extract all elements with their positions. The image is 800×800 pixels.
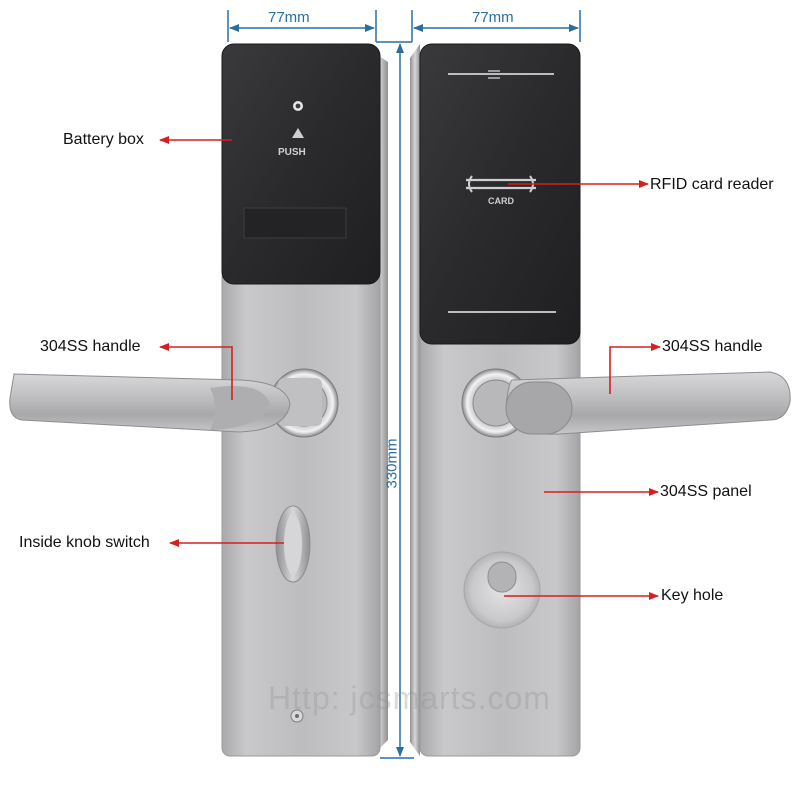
width-dimension-left bbox=[227, 10, 377, 42]
callout-rfid-card-reader: RFID card reader bbox=[650, 176, 774, 193]
card-marking: CARD bbox=[488, 196, 514, 206]
outside-handle bbox=[461, 368, 791, 438]
callout-key-hole: Key hole bbox=[661, 587, 724, 604]
callout-handle-left: 304SS handle bbox=[40, 338, 141, 355]
dim-left-width: 77mm bbox=[268, 9, 310, 26]
rfid-panel bbox=[419, 43, 581, 345]
callout-battery-box: Battery box bbox=[63, 131, 144, 148]
push-marking: PUSH bbox=[278, 147, 306, 158]
dim-right-width: 77mm bbox=[472, 9, 514, 26]
callout-panel: 304SS panel bbox=[660, 483, 752, 500]
key-hole bbox=[463, 551, 541, 629]
dim-height: 330mm bbox=[383, 438, 401, 489]
inside-knob-switch bbox=[275, 505, 311, 583]
callout-arrows bbox=[159, 136, 661, 600]
callout-handle-right: 304SS handle bbox=[662, 338, 763, 355]
watermark: Http: jcsmarts.com bbox=[268, 680, 551, 716]
width-dimension-right bbox=[411, 10, 581, 42]
inside-handle bbox=[9, 368, 339, 438]
battery-box bbox=[221, 43, 381, 285]
callout-inside-knob-switch: Inside knob switch bbox=[19, 534, 150, 551]
height-dimension bbox=[376, 41, 414, 759]
